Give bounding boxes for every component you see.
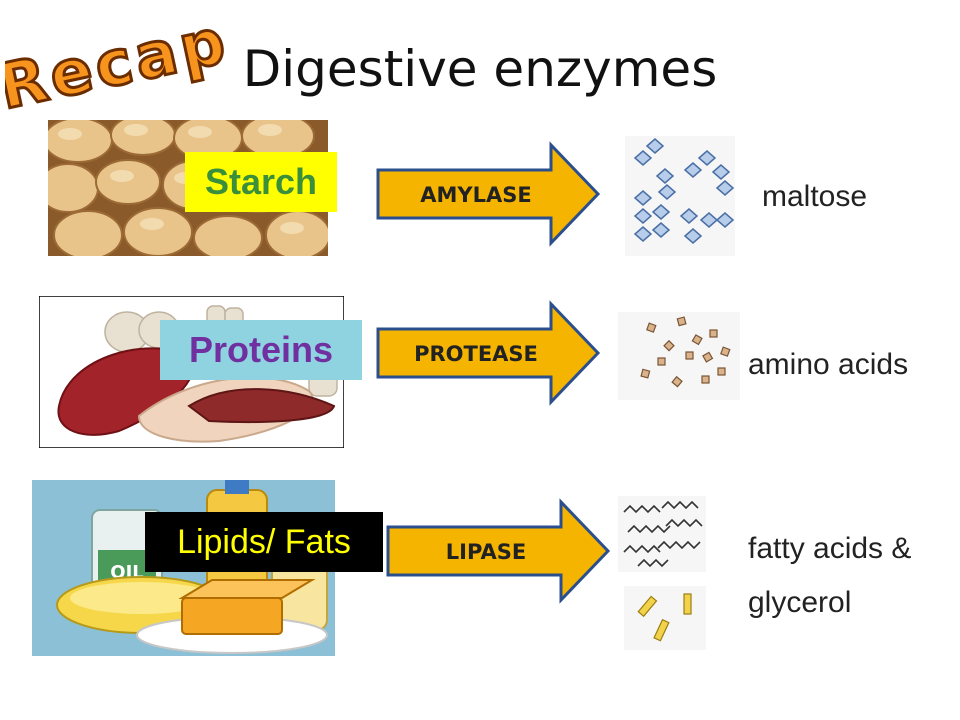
- glycerol-text: glycerol: [748, 586, 852, 619]
- recap-badge-text: Recap: [5, 4, 225, 120]
- starch-label: Starch: [185, 152, 337, 212]
- lipids-fats-label: Lipids/ Fats: [145, 512, 383, 572]
- proteins-label: Proteins: [160, 320, 362, 380]
- glycerol-molecules-icon: [624, 586, 706, 650]
- maltose-text: maltose: [762, 180, 868, 213]
- fatty-acids-text: fatty acids &: [748, 532, 912, 565]
- lipase-arrow: LIPASE: [386, 498, 611, 604]
- recap-badge: Recap: [5, 2, 225, 120]
- slide-title: Digestive enzymes: [242, 40, 718, 98]
- amino-acid-molecules-icon: [618, 312, 740, 400]
- protease-label: PROTEASE: [414, 342, 538, 366]
- lipase-label: LIPASE: [446, 540, 526, 564]
- amino-acids-text: amino acids: [748, 348, 909, 381]
- maltose-molecules-icon: [625, 136, 735, 256]
- fatty-acid-molecules-icon: [618, 496, 706, 572]
- amylase-label: AMYLASE: [420, 183, 531, 207]
- protease-arrow: PROTEASE: [376, 300, 601, 406]
- amylase-arrow: AMYLASE: [376, 141, 601, 247]
